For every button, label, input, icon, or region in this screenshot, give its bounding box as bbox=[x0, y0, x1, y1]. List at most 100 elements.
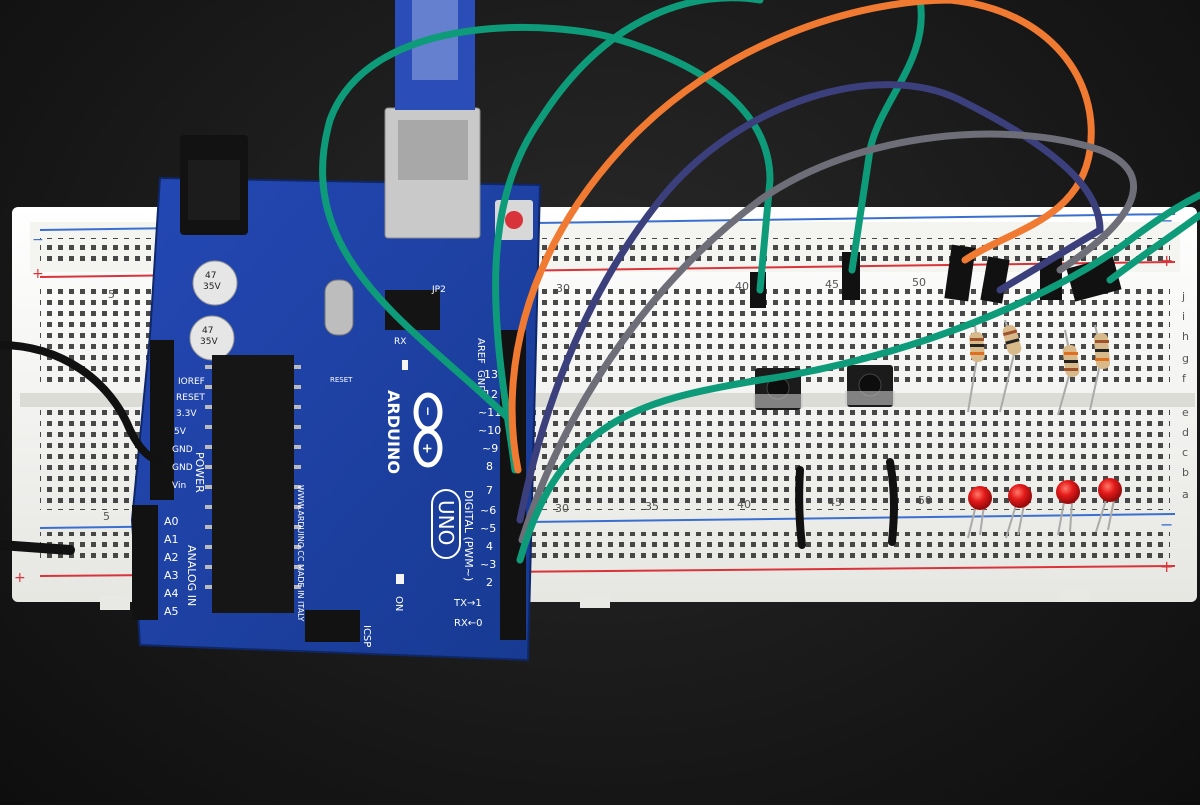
power-pin-reset: RESET bbox=[176, 393, 205, 403]
power-pin-labels: IOREF RESET 3.3V 5V GND GND Vin bbox=[172, 377, 205, 491]
svg-text:35V: 35V bbox=[200, 337, 218, 347]
uno-badge: UNO bbox=[431, 489, 461, 559]
pin-7-label: 7 bbox=[486, 484, 493, 497]
power-pin-5v: 5V bbox=[174, 427, 187, 437]
analog-pin-a3: A3 bbox=[164, 569, 179, 582]
atmega-chip bbox=[212, 355, 294, 613]
row-letters: f g h i j a b c d e bbox=[1181, 290, 1189, 501]
analog-header-label: ANALOG IN bbox=[185, 545, 198, 606]
wire-black-left bbox=[0, 341, 164, 464]
analog-pin-a0: A0 bbox=[164, 515, 179, 528]
wire-orange bbox=[508, 0, 1095, 474]
pin-10-label: ~10 bbox=[478, 424, 501, 437]
onboard-led-on bbox=[396, 574, 404, 584]
arduino-logo: − + bbox=[413, 392, 443, 468]
resistor-3 bbox=[1057, 329, 1080, 416]
analog-pin-a4: A4 bbox=[164, 587, 179, 600]
power-pin-vin: Vin bbox=[172, 481, 186, 491]
wire-black-left-2 bbox=[0, 540, 75, 555]
row-letter-i: i bbox=[1182, 310, 1185, 323]
led-1 bbox=[967, 486, 992, 539]
col-number-35-bottom: 35 bbox=[645, 500, 659, 513]
pin-2-label: 2 bbox=[486, 576, 493, 589]
pin-aref-label: AREF bbox=[475, 338, 486, 364]
wire-green-right bbox=[1106, 211, 1200, 284]
col-number-5: 5 bbox=[108, 288, 115, 301]
analog-pin-a1: A1 bbox=[164, 533, 179, 546]
column-numbers: 5 30 40 45 50 5 30 35 40 45 50 bbox=[103, 276, 932, 523]
icsp-header bbox=[305, 610, 360, 642]
resistor-1 bbox=[967, 324, 985, 413]
row-letter-g: g bbox=[1182, 352, 1189, 365]
website-text: WWW.ARDUINO.CC MADE IN ITALY bbox=[296, 485, 305, 621]
rail-plus-left-bottom: + bbox=[14, 570, 26, 586]
row-letter-j: j bbox=[1181, 290, 1185, 303]
col-number-30: 30 bbox=[556, 282, 570, 295]
black-jumper-1 bbox=[795, 466, 806, 549]
uno-model-text: UNO bbox=[434, 500, 458, 545]
led-2 bbox=[1005, 484, 1032, 539]
row-letter-d: d bbox=[1182, 426, 1189, 439]
col-number-50-bottom: 50 bbox=[918, 494, 932, 507]
wire-green-left-loop bbox=[319, 23, 774, 424]
arduino-logo-text: ARDUINO bbox=[384, 390, 403, 474]
power-pin-3v3: 3.3V bbox=[176, 409, 197, 419]
col-number-40-bottom: 40 bbox=[737, 498, 751, 511]
power-header-label: POWER bbox=[193, 452, 206, 493]
pin-3-label: ~3 bbox=[480, 558, 496, 571]
analog-pin-a5: A5 bbox=[164, 605, 179, 618]
resistor-2 bbox=[999, 319, 1022, 413]
col-number-40: 40 bbox=[735, 280, 749, 293]
onboard-led-l bbox=[402, 360, 408, 370]
power-pin-gnd1: GND bbox=[172, 445, 193, 455]
pin-9-label: ~9 bbox=[482, 442, 498, 455]
row-letter-e: e bbox=[1182, 406, 1189, 419]
rail-minus-left: − bbox=[32, 232, 44, 248]
icsp-label: ICSP bbox=[361, 625, 372, 647]
analog-pin-a2: A2 bbox=[164, 551, 179, 564]
row-letter-b: b bbox=[1182, 466, 1189, 479]
arduino-uno-board: 47 35V 47 35V − bbox=[130, 0, 542, 662]
svg-text:+: + bbox=[419, 443, 434, 454]
pin-0-label: RX←0 bbox=[454, 618, 483, 629]
col-number-45: 45 bbox=[825, 278, 839, 291]
pin-4-label: 4 bbox=[486, 540, 493, 553]
rail-plus-left: + bbox=[32, 266, 44, 282]
analog-pin-labels: A0 A1 A2 A3 A4 A5 bbox=[164, 515, 179, 618]
wire-navy bbox=[516, 81, 1104, 524]
row-letter-a: a bbox=[1182, 488, 1189, 501]
rx-label: RX bbox=[394, 337, 406, 347]
row-letter-c: c bbox=[1182, 446, 1188, 459]
wire-gray bbox=[518, 130, 1137, 544]
row-letter-h: h bbox=[1182, 330, 1189, 343]
jumper-head-6 bbox=[1066, 256, 1122, 302]
wire-green-long bbox=[516, 191, 1200, 564]
row-letter-f: f bbox=[1182, 372, 1187, 385]
pin-13-label: 13 bbox=[484, 368, 498, 381]
wire-green-2 bbox=[492, 0, 764, 474]
pin-8-label: 8 bbox=[486, 460, 493, 473]
led-3 bbox=[1056, 480, 1080, 536]
resistor-4 bbox=[1089, 324, 1111, 411]
analog-header bbox=[132, 505, 158, 620]
rail-plus-top: + bbox=[1160, 251, 1173, 270]
col-number-45-bottom: 45 bbox=[828, 496, 842, 509]
reset-label: RESET bbox=[330, 376, 353, 384]
rail-minus-bottom: − bbox=[1160, 515, 1173, 534]
digital-header-label: DIGITAL (PWM~) bbox=[462, 490, 475, 581]
crystal-oscillator bbox=[324, 279, 354, 336]
jp2-label: JP2 bbox=[431, 285, 446, 295]
black-jumper-2 bbox=[886, 458, 898, 546]
power-pin-gnd2: GND bbox=[172, 463, 193, 473]
col-number-5-bottom: 5 bbox=[103, 510, 110, 523]
capacitor-1 bbox=[192, 260, 238, 306]
svg-text:35V: 35V bbox=[203, 282, 221, 292]
push-button-2[interactable] bbox=[845, 365, 895, 407]
led-4 bbox=[1095, 478, 1122, 533]
pin-6-label: ~6 bbox=[480, 504, 496, 517]
pin-5-label: ~5 bbox=[480, 522, 496, 535]
capacitor-label-1: 47 bbox=[205, 271, 216, 281]
pin-1-label: TX→1 bbox=[453, 598, 482, 609]
power-header bbox=[150, 340, 174, 500]
